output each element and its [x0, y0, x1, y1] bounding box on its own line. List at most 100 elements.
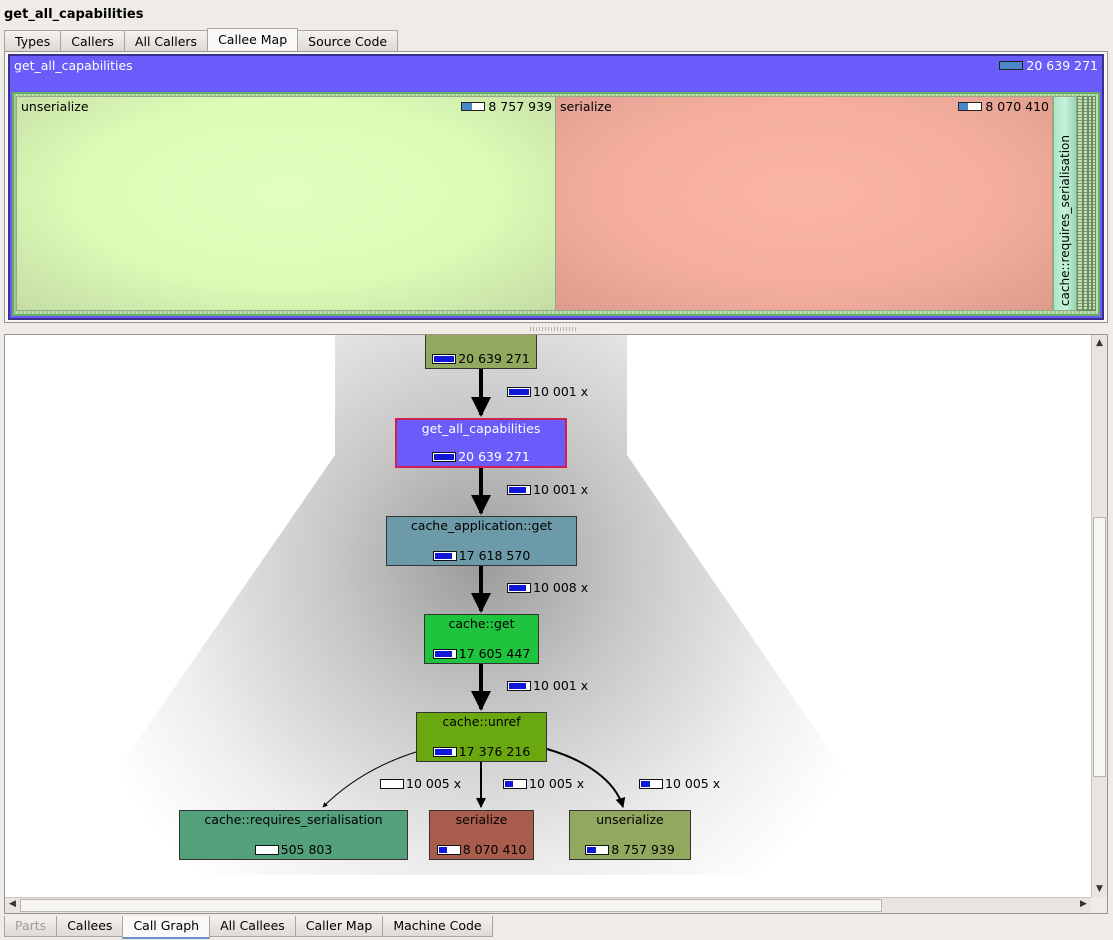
vertical-scrollbar[interactable]: ▲ ▼ — [1091, 335, 1107, 898]
edge-call-count: 10 001 x — [533, 482, 589, 497]
edge-label-caller-root[interactable]: 10 001 x — [507, 384, 588, 399]
tab-all-callers[interactable]: All Callers — [123, 30, 209, 51]
callee-map-root-cost-value: 20 639 271 — [1026, 58, 1098, 73]
cost-bar-icon — [432, 746, 457, 757]
node-cost-value: 17 376 216 — [458, 744, 531, 759]
edge-call-count: 10 001 x — [533, 678, 589, 693]
edge-label-appget-cacheget[interactable]: 10 008 x — [507, 580, 588, 595]
edge-label-unref-reqser[interactable]: 10 005 x — [380, 776, 461, 791]
call-graph-node-unserialize[interactable]: unserialize 8 757 939 — [569, 810, 691, 860]
callee-map-cell-small[interactable] — [1088, 96, 1092, 311]
edge-label-unref-unser[interactable]: 10 005 x — [639, 776, 720, 791]
edge-label-unref-ser[interactable]: 10 005 x — [503, 776, 584, 791]
tab-types[interactable]: Types — [4, 30, 62, 51]
node-cost-value: 17 605 447 — [458, 646, 531, 661]
callee-map-cell-label: cache::requires_serialisation — [1058, 134, 1072, 306]
node-cost: 20 639 271 — [426, 351, 536, 366]
call-graph-node-cache-unref[interactable]: cache::unref 17 376 216 — [416, 712, 547, 762]
cost-bar-icon — [507, 680, 531, 691]
tab-callees[interactable]: Callees — [56, 916, 124, 937]
callee-map-root-label: get_all_capabilities — [14, 58, 133, 73]
call-graph-node-cache-get[interactable]: cache::get 17 605 447 — [424, 614, 539, 664]
cost-bar-icon — [958, 102, 983, 111]
scroll-right-arrow-icon[interactable]: ▶ — [1080, 899, 1087, 909]
callee-map-cell-cost-value: 8 757 939 — [488, 99, 552, 114]
top-tabbar: Types Callers All Callers Callee Map Sou… — [4, 28, 399, 51]
cost-bar-icon — [507, 386, 531, 397]
scroll-down-arrow-icon[interactable]: ▼ — [1096, 884, 1103, 894]
horizontal-scrollbar[interactable]: ◀ ▶ — [5, 897, 1092, 913]
node-cost-value: 20 639 271 — [458, 351, 530, 366]
scrollbar-corner — [1091, 897, 1107, 913]
callee-map-cell-requires-serialisation[interactable]: cache::requires_serialisation — [1053, 96, 1077, 311]
call-graph-node-serialize[interactable]: serialize 8 070 410 — [429, 810, 534, 860]
callee-map-cell-small[interactable] — [1092, 96, 1096, 311]
edge-call-count: 10 001 x — [533, 384, 589, 399]
node-label: cache_application::get — [410, 518, 553, 533]
cost-bar-icon — [432, 648, 457, 659]
cost-bar-icon — [585, 844, 610, 855]
callee-map-cell-small[interactable] — [1077, 96, 1083, 311]
edge-label-root-appget[interactable]: 10 001 x — [507, 482, 588, 497]
node-cost-value: 8 070 410 — [462, 842, 527, 857]
cost-bar-icon — [436, 844, 461, 855]
edge-label-cacheget-unref[interactable]: 10 001 x — [507, 678, 588, 693]
callee-map-cell-label: serialize — [560, 99, 612, 114]
node-cost-value: 17 618 570 — [458, 548, 531, 563]
tab-all-callees[interactable]: All Callees — [209, 916, 296, 937]
cost-bar-icon — [639, 778, 663, 789]
node-label: unserialize — [596, 812, 664, 827]
node-label: serialize — [455, 812, 508, 827]
callee-map-panel: get_all_capabilities 20 639 271 unserial… — [4, 51, 1108, 323]
horizontal-scroll-thumb[interactable] — [20, 899, 882, 912]
cost-bar-icon — [432, 550, 457, 561]
node-cost: 17 618 570 — [387, 548, 576, 563]
node-cost-value: 505 803 — [280, 842, 333, 857]
edge-call-count: 10 005 x — [665, 776, 721, 791]
node-label: get_all_capabilities — [421, 421, 541, 436]
panel-splitter-handle[interactable] — [530, 327, 578, 331]
node-cost: 20 639 271 — [397, 449, 565, 464]
tab-parts[interactable]: Parts — [4, 916, 58, 937]
tab-callers[interactable]: Callers — [60, 30, 125, 51]
cost-bar-icon — [432, 353, 457, 364]
callee-map-root-cost: 20 639 271 — [999, 58, 1098, 73]
call-graph-node-get-all-capabilities[interactable]: get_all_capabilities 20 639 271 — [395, 418, 567, 468]
callee-map-root-cell[interactable]: get_all_capabilities 20 639 271 unserial… — [8, 54, 1104, 320]
cost-bar-icon — [507, 582, 531, 593]
call-graph-canvas — [45, 335, 915, 875]
cost-bar-icon — [999, 61, 1024, 70]
vertical-scroll-thumb[interactable] — [1093, 517, 1106, 777]
node-cost: 17 605 447 — [425, 646, 538, 661]
call-graph-node-cache-application-get[interactable]: cache_application::get 17 618 570 — [386, 516, 577, 566]
edge-call-count: 10 008 x — [533, 580, 589, 595]
scroll-left-arrow-icon[interactable]: ◀ — [9, 899, 16, 909]
cost-bar-icon — [507, 484, 531, 495]
call-graph-node-cache-requires-serialisation[interactable]: cache::requires_serialisation 505 803 — [179, 810, 408, 860]
tab-source-code[interactable]: Source Code — [297, 30, 399, 51]
callee-map-cell-cost: 8 757 939 — [461, 99, 552, 114]
node-cost: 17 376 216 — [417, 744, 546, 759]
function-title: get_all_capabilities — [4, 7, 144, 22]
node-cost: 8 757 939 — [570, 842, 690, 857]
call-edge-unref-reqser[interactable] — [322, 751, 417, 808]
cost-bar-icon — [432, 451, 457, 462]
tab-machine-code[interactable]: Machine Code — [382, 916, 493, 937]
callee-map-cell-serialize[interactable]: serialize 8 070 410 — [555, 96, 1053, 311]
cost-bar-icon — [461, 102, 486, 111]
tab-call-graph[interactable]: Call Graph — [122, 916, 211, 939]
callee-map-cell-small[interactable] — [1083, 96, 1088, 311]
cost-bar-icon — [254, 844, 279, 855]
tab-caller-map[interactable]: Caller Map — [294, 916, 384, 937]
call-edge-unref-unser[interactable] — [546, 748, 626, 808]
callee-map-cell-unserialize[interactable]: unserialize 8 757 939 — [16, 96, 556, 311]
call-graph-edges — [322, 369, 626, 808]
node-label: cache::requires_serialisation — [204, 812, 383, 827]
tab-callee-map[interactable]: Callee Map — [207, 28, 299, 50]
callee-map-cell-cost-value: 8 070 410 — [985, 99, 1049, 114]
node-cost-value: 20 639 271 — [458, 449, 530, 464]
bottom-tabbar: Parts Callees Call Graph All Callees Cal… — [4, 916, 493, 939]
callee-map-inner: unserialize 8 757 939 serialize 8 070 41… — [12, 92, 1100, 316]
scroll-up-arrow-icon[interactable]: ▲ — [1096, 338, 1103, 348]
call-graph-node-caller[interactable]: 20 639 271 — [425, 335, 537, 369]
